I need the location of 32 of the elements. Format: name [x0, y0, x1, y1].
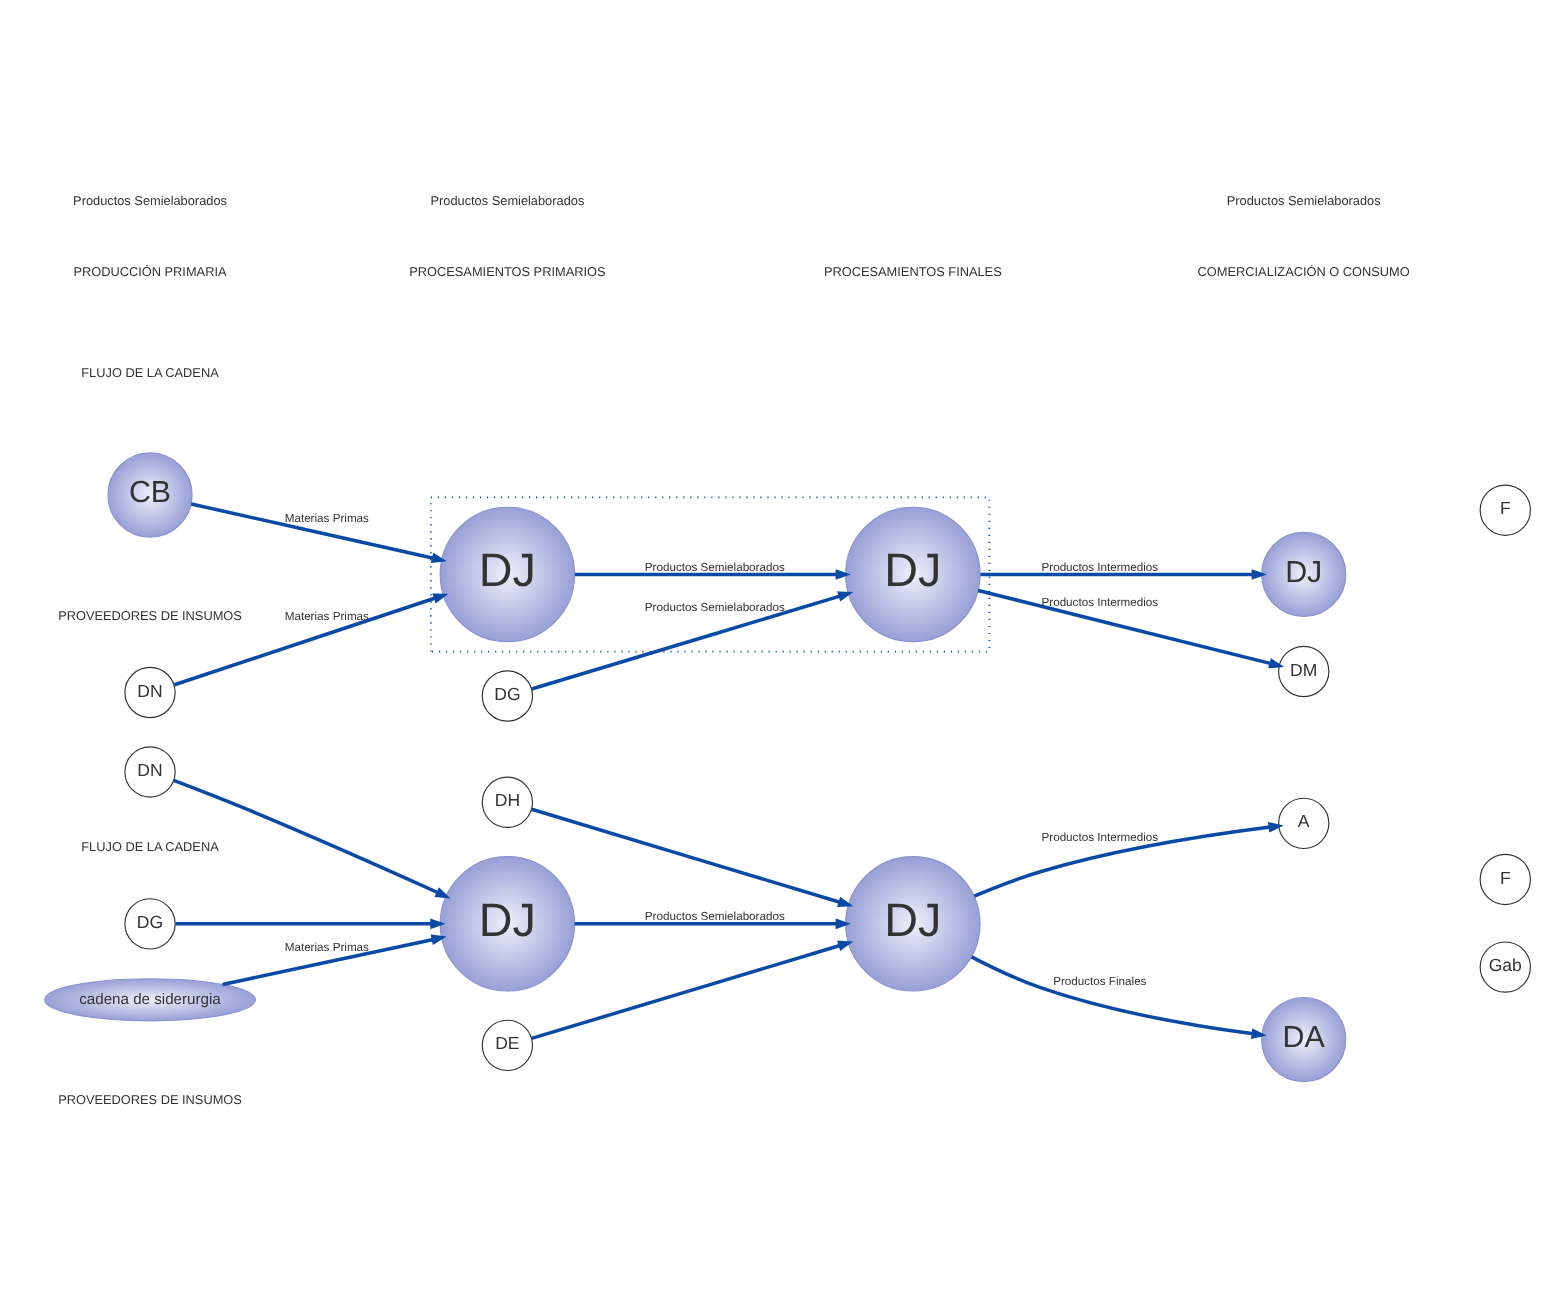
- node-circle: CB: [107, 451, 193, 537]
- node-circle: DJ: [845, 855, 981, 991]
- arrow: [175, 917, 446, 929]
- arrow: [222, 933, 447, 986]
- node-circle: F: [1479, 852, 1531, 905]
- node-circle: DG: [124, 897, 176, 949]
- arrow: [531, 590, 854, 690]
- arrow: [574, 917, 851, 929]
- node-circle: DJ: [439, 505, 576, 642]
- node-circle: Gab: [1479, 940, 1531, 992]
- arrow: [531, 939, 854, 1040]
- node-circle: DH: [481, 775, 534, 828]
- node-circle: DM: [1278, 644, 1330, 697]
- arrow: [970, 954, 1267, 1038]
- arrow: [173, 777, 451, 898]
- node-circle: DN: [124, 745, 176, 797]
- arrow: [980, 568, 1267, 579]
- node-circle: DN: [124, 665, 176, 718]
- node-circle: DJ: [1261, 530, 1347, 617]
- arrow: [574, 568, 851, 579]
- node-circle: DJ: [439, 855, 576, 991]
- node-circle: DG: [481, 669, 534, 721]
- node-circle: A: [1278, 796, 1330, 849]
- arrow: [973, 821, 1284, 897]
- node-circle: DA: [1261, 995, 1347, 1082]
- arrow: [531, 806, 854, 906]
- node-circle: DE: [481, 1018, 534, 1071]
- arrow: [977, 587, 1285, 668]
- arrow: [173, 592, 449, 686]
- node-circle: DJ: [845, 505, 981, 642]
- node-circle: F: [1479, 483, 1531, 535]
- arrow: [190, 501, 447, 563]
